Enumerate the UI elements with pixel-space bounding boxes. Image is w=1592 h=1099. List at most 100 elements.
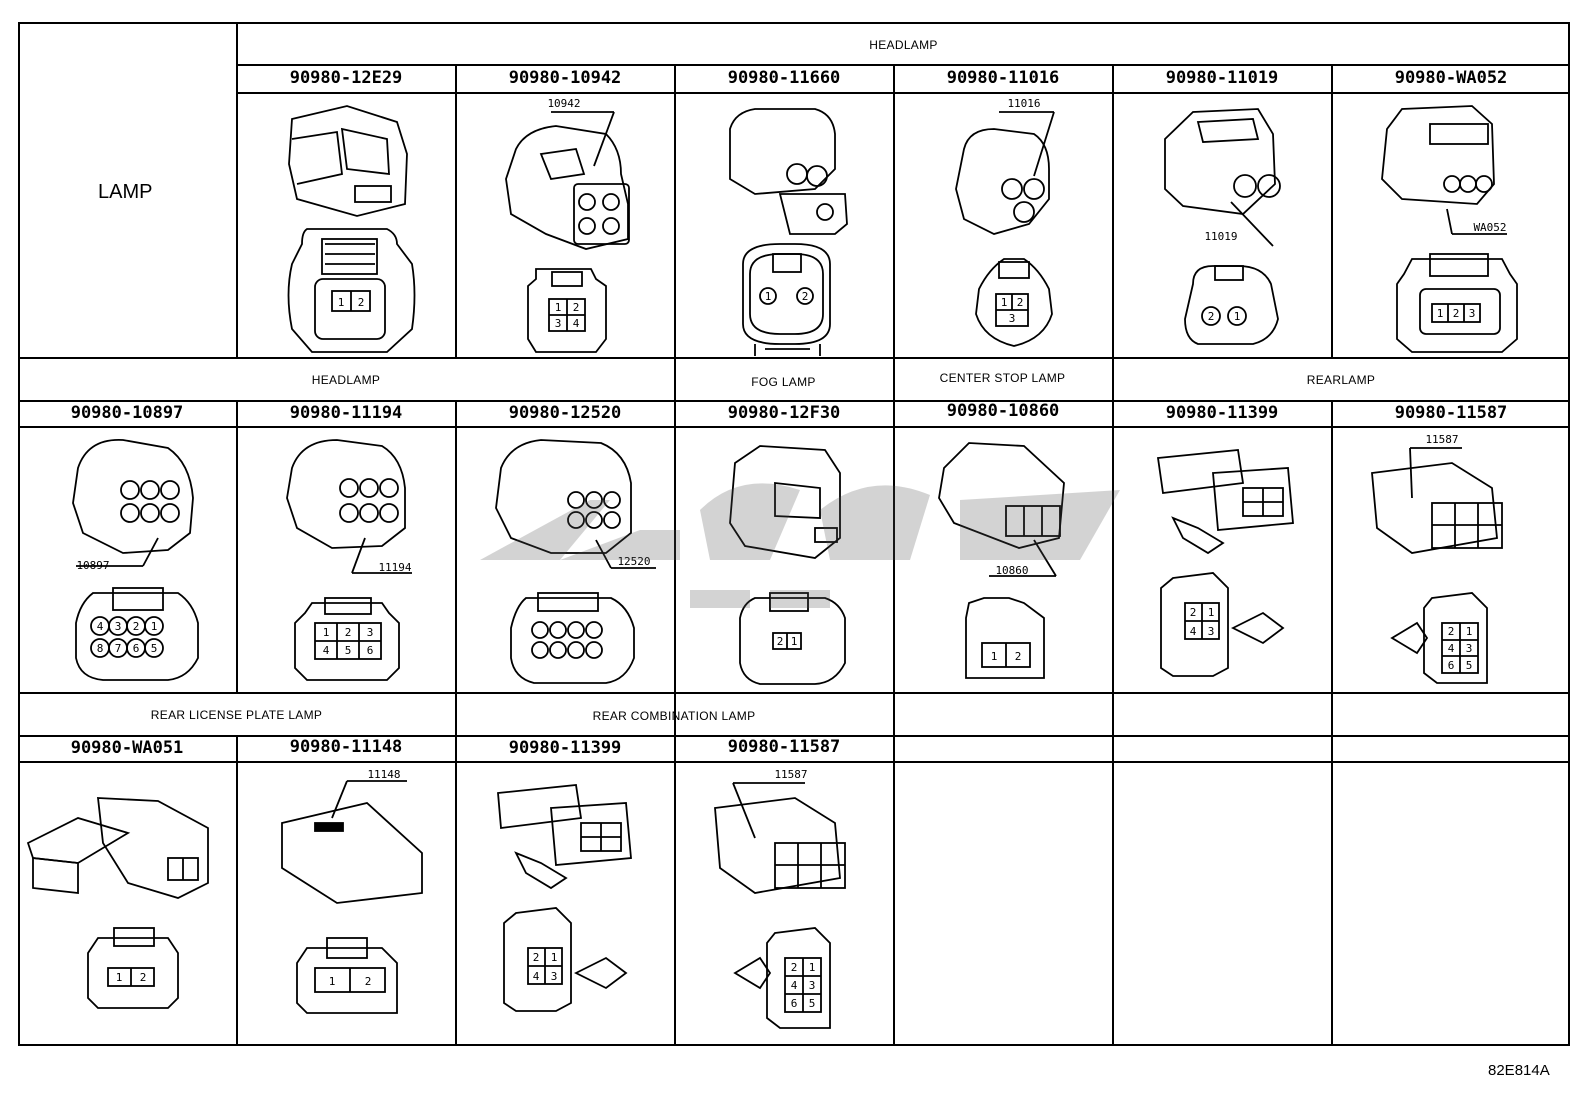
- pin-label: 4: [1190, 625, 1197, 638]
- pin-label: 1: [1208, 606, 1215, 619]
- pin-label: 2: [1208, 310, 1215, 323]
- connector-drawing-wa052: WA052 1 2 3: [1332, 94, 1570, 357]
- section-fog-lamp: FOG LAMP: [751, 375, 816, 389]
- pin-label: 3: [1466, 642, 1473, 655]
- part-number: 90980-11399: [1165, 403, 1279, 423]
- pin-label: 2: [791, 961, 798, 974]
- connector-drawing-12f30: 2 1: [675, 428, 893, 692]
- callout-label: 11148: [367, 768, 400, 781]
- connector-drawing-11019: 11019 2 1: [1113, 94, 1331, 357]
- pin-label: 2: [1017, 296, 1024, 309]
- section-rearlamp: REARLAMP: [1306, 373, 1376, 387]
- callout-label: 10942: [547, 97, 580, 110]
- part-number: 90980-11019: [1165, 68, 1279, 88]
- connector-table: [18, 22, 1570, 1046]
- part-number: 90980-11148: [289, 737, 403, 757]
- divider: [1112, 64, 1114, 1046]
- connector-drawing-10942: 10942 1 2 3 4: [456, 94, 674, 357]
- divider: [237, 64, 1570, 66]
- part-number: 90980-11587: [1394, 403, 1508, 423]
- pin-label: 1: [765, 290, 772, 303]
- pin-label: 1: [323, 626, 330, 639]
- part-number: 90980-10860: [946, 401, 1060, 421]
- pin-label: 3: [1208, 625, 1215, 638]
- callout-label: 10860: [995, 564, 1028, 577]
- connector-drawing-12520: 12520: [456, 428, 674, 692]
- divider: [893, 64, 895, 1046]
- connector-drawing-12e29: 1 2: [237, 94, 455, 357]
- pin-label: 2: [573, 301, 580, 314]
- pin-label: 1: [1234, 310, 1241, 323]
- connector-drawing-wa051: 1 2: [18, 763, 236, 1046]
- pin-label: 1: [991, 650, 998, 663]
- pin-label: 1: [809, 961, 816, 974]
- section-center-stop-lamp: CENTER STOP LAMP: [939, 371, 1066, 385]
- section-headlamp: HEADLAMP: [869, 38, 938, 52]
- connector-drawing-11660: 1 2: [675, 94, 893, 357]
- pin-label: 1: [791, 635, 798, 648]
- pin-label: 1: [1466, 625, 1473, 638]
- pin-label: 1: [338, 296, 345, 309]
- part-number: 90980-11194: [289, 403, 403, 423]
- pin-label: 1: [116, 971, 123, 984]
- part-number: 90980-12520: [508, 403, 622, 423]
- connector-drawing-11148: 11148 1 2: [237, 763, 455, 1046]
- pin-label: 4: [323, 644, 330, 657]
- pin-label: 6: [133, 642, 140, 655]
- divider: [1331, 64, 1333, 357]
- pin-label: 2: [345, 626, 352, 639]
- divider: [236, 735, 238, 1046]
- pin-label: 1: [151, 620, 158, 633]
- section-rear-combination-lamp: REAR COMBINATION LAMP: [592, 709, 756, 723]
- pin-label: 3: [115, 620, 122, 633]
- pin-label: 5: [345, 644, 352, 657]
- connector-drawing-11587-rear: 11587 2 1 4 3 6 5: [675, 763, 893, 1046]
- pin-label: 5: [151, 642, 158, 655]
- pin-label: 2: [365, 975, 372, 988]
- pin-label: 6: [367, 644, 374, 657]
- pin-label: 3: [1469, 307, 1476, 320]
- part-number: 90980-11399: [508, 738, 622, 758]
- pin-label: 4: [1448, 642, 1455, 655]
- callout-label: 11016: [1007, 97, 1040, 110]
- pin-label: 4: [533, 970, 540, 983]
- pin-label: 1: [1437, 307, 1444, 320]
- pin-label: 1: [555, 301, 562, 314]
- pin-label: 5: [1466, 659, 1473, 672]
- pin-label: 4: [573, 317, 580, 330]
- divider: [18, 357, 1570, 359]
- pin-label: 2: [133, 620, 140, 633]
- callout-label: WA052: [1473, 221, 1506, 234]
- divider: [18, 735, 1570, 737]
- divider: [18, 426, 1570, 428]
- divider: [18, 692, 1570, 694]
- connector-drawing-11399-rear: 2 1 4 3: [456, 763, 674, 1046]
- connector-drawing-10860: 10860 1 2: [894, 428, 1112, 692]
- divider: [236, 22, 238, 357]
- figure-code: 82E814A: [1488, 1062, 1550, 1079]
- divider: [18, 761, 1570, 763]
- callout-label: 11587: [774, 768, 807, 781]
- connector-drawing-11016: 11016 1 2 3: [894, 94, 1112, 357]
- callout-label: 11019: [1204, 230, 1237, 243]
- pin-label: 3: [551, 970, 558, 983]
- pin-label: 1: [551, 951, 558, 964]
- pin-label: 2: [1015, 650, 1022, 663]
- part-number: 90980-12E29: [289, 68, 403, 88]
- part-number: 90980-11587: [727, 737, 841, 757]
- pin-label: 3: [367, 626, 374, 639]
- callout-label: 12520: [617, 555, 650, 568]
- divider: [237, 92, 1570, 94]
- connector-drawing-11194: 11194 1 2 3 4 5 6: [237, 428, 455, 692]
- pin-label: 4: [97, 620, 104, 633]
- pin-label: 6: [791, 997, 798, 1010]
- pin-label: 2: [1190, 606, 1197, 619]
- part-number: 90980-11660: [727, 68, 841, 88]
- part-number: 90980-12F30: [727, 403, 841, 423]
- pin-label: 2: [533, 951, 540, 964]
- divider: [455, 64, 457, 357]
- part-number: 90980-11016: [946, 68, 1060, 88]
- pin-label: 2: [777, 635, 784, 648]
- pin-label: 2: [802, 290, 809, 303]
- pin-label: 2: [1448, 625, 1455, 638]
